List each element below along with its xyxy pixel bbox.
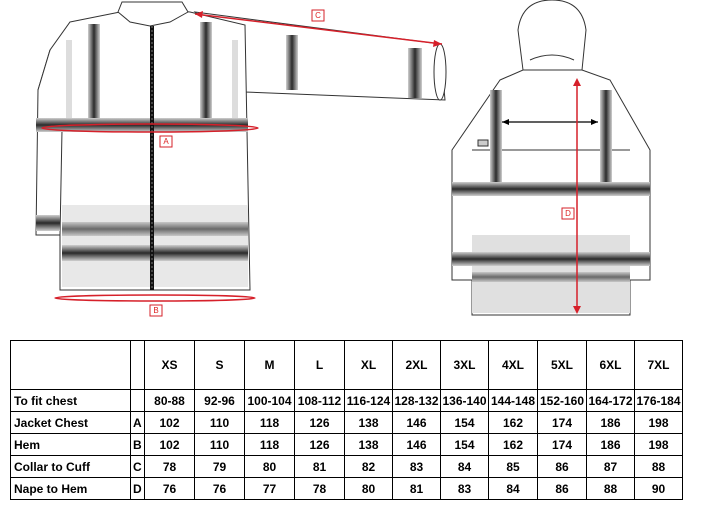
size-cell: 154: [440, 433, 489, 456]
size-cell: 87: [586, 455, 635, 478]
size-cell: 85: [488, 455, 538, 478]
size-cell: 198: [634, 433, 683, 456]
size-cell: 108-112: [294, 389, 345, 412]
size-cell: 110: [194, 433, 245, 456]
size-cell: 198: [634, 411, 683, 434]
size-cell: 152-160: [537, 389, 587, 412]
marker-d: D: [565, 209, 571, 218]
size-cell: 162: [488, 411, 538, 434]
row-label: To fit chest: [10, 389, 131, 412]
size-cell: 138: [344, 411, 393, 434]
row-label: Collar to Cuff: [10, 455, 131, 478]
back-width-arrow: [502, 119, 598, 125]
size-cell: 90: [634, 477, 683, 500]
size-cell: 102: [144, 411, 195, 434]
size-cell: 77: [244, 477, 295, 500]
size-cell: 162: [488, 433, 538, 456]
size-cell: 174: [537, 433, 587, 456]
size-header-xs: XS: [144, 340, 195, 390]
size-cell: 83: [392, 455, 441, 478]
back-jacket: [451, 0, 651, 316]
row-letter: [130, 389, 145, 412]
size-cell: 100-104: [244, 389, 295, 412]
hood: [517, 0, 587, 71]
size-cell: 88: [634, 455, 683, 478]
size-cell: 136-140: [440, 389, 489, 412]
size-cell: 80: [344, 477, 393, 500]
size-cell: 78: [294, 477, 345, 500]
size-cell: 92-96: [194, 389, 245, 412]
marker-c: C: [315, 11, 321, 20]
size-header-4xl: 4XL: [488, 340, 538, 390]
size-cell: 126: [294, 411, 345, 434]
size-header-6xl: 6XL: [586, 340, 635, 390]
marker-b: B: [153, 306, 158, 315]
size-header-l: L: [294, 340, 345, 390]
size-cell: 146: [392, 411, 441, 434]
size-header-xl: XL: [344, 340, 393, 390]
measure-c: C: [194, 9, 443, 47]
size-cell: 82: [344, 455, 393, 478]
row-letter: A: [130, 411, 145, 434]
collar: [117, 1, 189, 27]
size-cell: 86: [537, 455, 587, 478]
size-cell: 144-148: [488, 389, 538, 412]
measure-a: A: [41, 123, 259, 148]
size-cell: 84: [440, 455, 489, 478]
size-cell: 186: [586, 411, 635, 434]
size-cell: 76: [144, 477, 195, 500]
size-cell: 116-124: [344, 389, 393, 412]
size-cell: 86: [537, 477, 587, 500]
size-cell: 176-184: [634, 389, 683, 412]
header-blank: [10, 340, 131, 390]
measure-d: D: [561, 78, 581, 314]
row-label: Nape to Hem: [10, 477, 131, 500]
jacket-diagram: A B C: [35, 0, 651, 317]
row-label: Hem: [10, 433, 131, 456]
size-cell: 80-88: [144, 389, 195, 412]
size-cell: 110: [194, 411, 245, 434]
size-cell: 174: [537, 411, 587, 434]
size-header-m: M: [244, 340, 295, 390]
size-cell: 81: [392, 477, 441, 500]
size-cell: 118: [244, 433, 295, 456]
size-cell: 84: [488, 477, 538, 500]
size-header-2xl: 2XL: [392, 340, 441, 390]
size-cell: 81: [294, 455, 345, 478]
size-cell: 118: [244, 411, 295, 434]
size-header-3xl: 3XL: [440, 340, 489, 390]
size-cell: 126: [294, 433, 345, 456]
size-header-5xl: 5XL: [537, 340, 587, 390]
size-cell: 154: [440, 411, 489, 434]
size-cell: 146: [392, 433, 441, 456]
size-cell: 186: [586, 433, 635, 456]
size-cell: 88: [586, 477, 635, 500]
size-cell: 83: [440, 477, 489, 500]
size-cell: 78: [144, 455, 195, 478]
marker-a: A: [163, 137, 169, 146]
size-header-7xl: 7XL: [634, 340, 683, 390]
size-cell: 76: [194, 477, 245, 500]
size-header-s: S: [194, 340, 245, 390]
size-cell: 80: [244, 455, 295, 478]
row-letter: B: [130, 433, 145, 456]
row-letter: D: [130, 477, 145, 500]
size-cell: 79: [194, 455, 245, 478]
header-blank-letter: [130, 340, 145, 390]
size-cell: 138: [344, 433, 393, 456]
size-cell: 128-132: [392, 389, 441, 412]
measure-b: B: [54, 294, 256, 317]
row-label: Jacket Chest: [10, 411, 131, 434]
size-cell: 164-172: [586, 389, 635, 412]
size-cell: 102: [144, 433, 195, 456]
front-jacket: [35, 1, 447, 291]
row-letter: C: [130, 455, 145, 478]
